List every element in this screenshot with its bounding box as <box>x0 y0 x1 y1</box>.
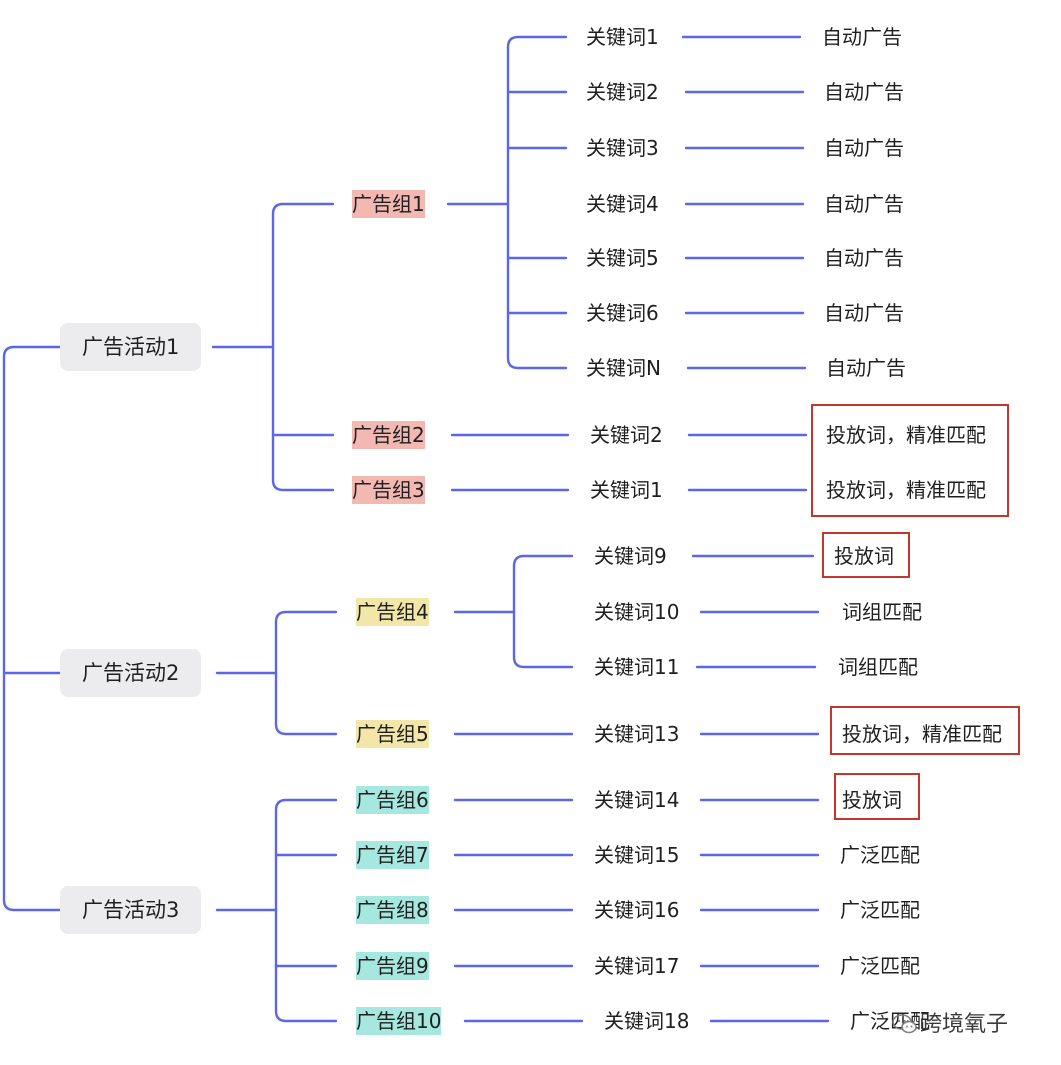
keyword-node: 关键词3 <box>586 136 659 160</box>
keyword-node: 关键词17 <box>594 954 680 978</box>
match-type-node: 投放词 <box>842 788 902 812</box>
watermark: 跨境氧子 <box>892 1006 1008 1038</box>
keyword-node: 关键词14 <box>594 788 680 812</box>
campaign-node: 广告活动1 <box>60 323 202 371</box>
match-type-node: 自动广告 <box>824 246 904 270</box>
campaign-node: 广告活动2 <box>60 649 202 697</box>
keyword-node: 关键词16 <box>594 898 680 922</box>
match-type-node: 自动广告 <box>824 301 904 325</box>
highlight-box <box>830 706 1020 755</box>
match-type-node: 自动广告 <box>822 25 902 49</box>
ad-group-node: 广告组8 <box>356 896 429 924</box>
keyword-node: 关键词6 <box>586 301 659 325</box>
ad-group-node: 广告组3 <box>352 476 425 504</box>
highlight-box <box>834 773 920 820</box>
match-type-node: 自动广告 <box>826 356 906 380</box>
keyword-node: 关键词13 <box>594 722 680 746</box>
campaign-node: 广告活动3 <box>60 886 202 934</box>
match-type-node: 投放词，精准匹配 <box>826 478 986 502</box>
ad-group-node: 广告组4 <box>356 598 429 626</box>
keyword-node: 关键词10 <box>594 600 680 624</box>
match-type-node: 自动广告 <box>824 192 904 216</box>
match-type-node: 投放词 <box>834 544 894 568</box>
match-type-node: 广泛匹配 <box>840 954 920 978</box>
match-type-node: 投放词，精准匹配 <box>826 423 986 447</box>
ad-group-node: 广告组6 <box>356 786 429 814</box>
ad-group-node: 广告组5 <box>356 720 429 748</box>
keyword-node: 关键词4 <box>586 192 659 216</box>
keyword-node: 关键词N <box>586 356 661 380</box>
match-type-node: 词组匹配 <box>838 655 918 679</box>
match-type-node: 广泛匹配 <box>840 898 920 922</box>
match-type-node: 广泛匹配 <box>840 843 920 867</box>
keyword-node: 关键词9 <box>594 544 667 568</box>
keyword-node: 关键词5 <box>586 246 659 270</box>
keyword-node: 关键词18 <box>604 1009 690 1033</box>
wechat-icon <box>892 1014 917 1034</box>
ad-group-node: 广告组1 <box>352 190 425 218</box>
highlight-box <box>811 404 1009 517</box>
ad-group-node: 广告组7 <box>356 841 429 869</box>
keyword-node: 关键词15 <box>594 843 680 867</box>
keyword-node: 关键词1 <box>586 25 659 49</box>
match-type-node: 词组匹配 <box>842 600 922 624</box>
watermark-text: 跨境氧子 <box>920 1012 1009 1037</box>
keyword-node: 关键词2 <box>590 423 663 447</box>
match-type-node: 广泛匹配 <box>850 1009 930 1033</box>
keyword-node: 关键词2 <box>586 80 659 104</box>
match-type-node: 自动广告 <box>824 80 904 104</box>
ad-group-node: 广告组9 <box>356 952 429 980</box>
keyword-node: 关键词11 <box>594 655 680 679</box>
ad-group-node: 广告组2 <box>352 421 425 449</box>
match-type-node: 自动广告 <box>824 136 904 160</box>
keyword-node: 关键词1 <box>590 478 663 502</box>
highlight-box <box>822 532 910 578</box>
match-type-node: 投放词，精准匹配 <box>842 722 1002 746</box>
ad-group-node: 广告组10 <box>356 1007 442 1035</box>
